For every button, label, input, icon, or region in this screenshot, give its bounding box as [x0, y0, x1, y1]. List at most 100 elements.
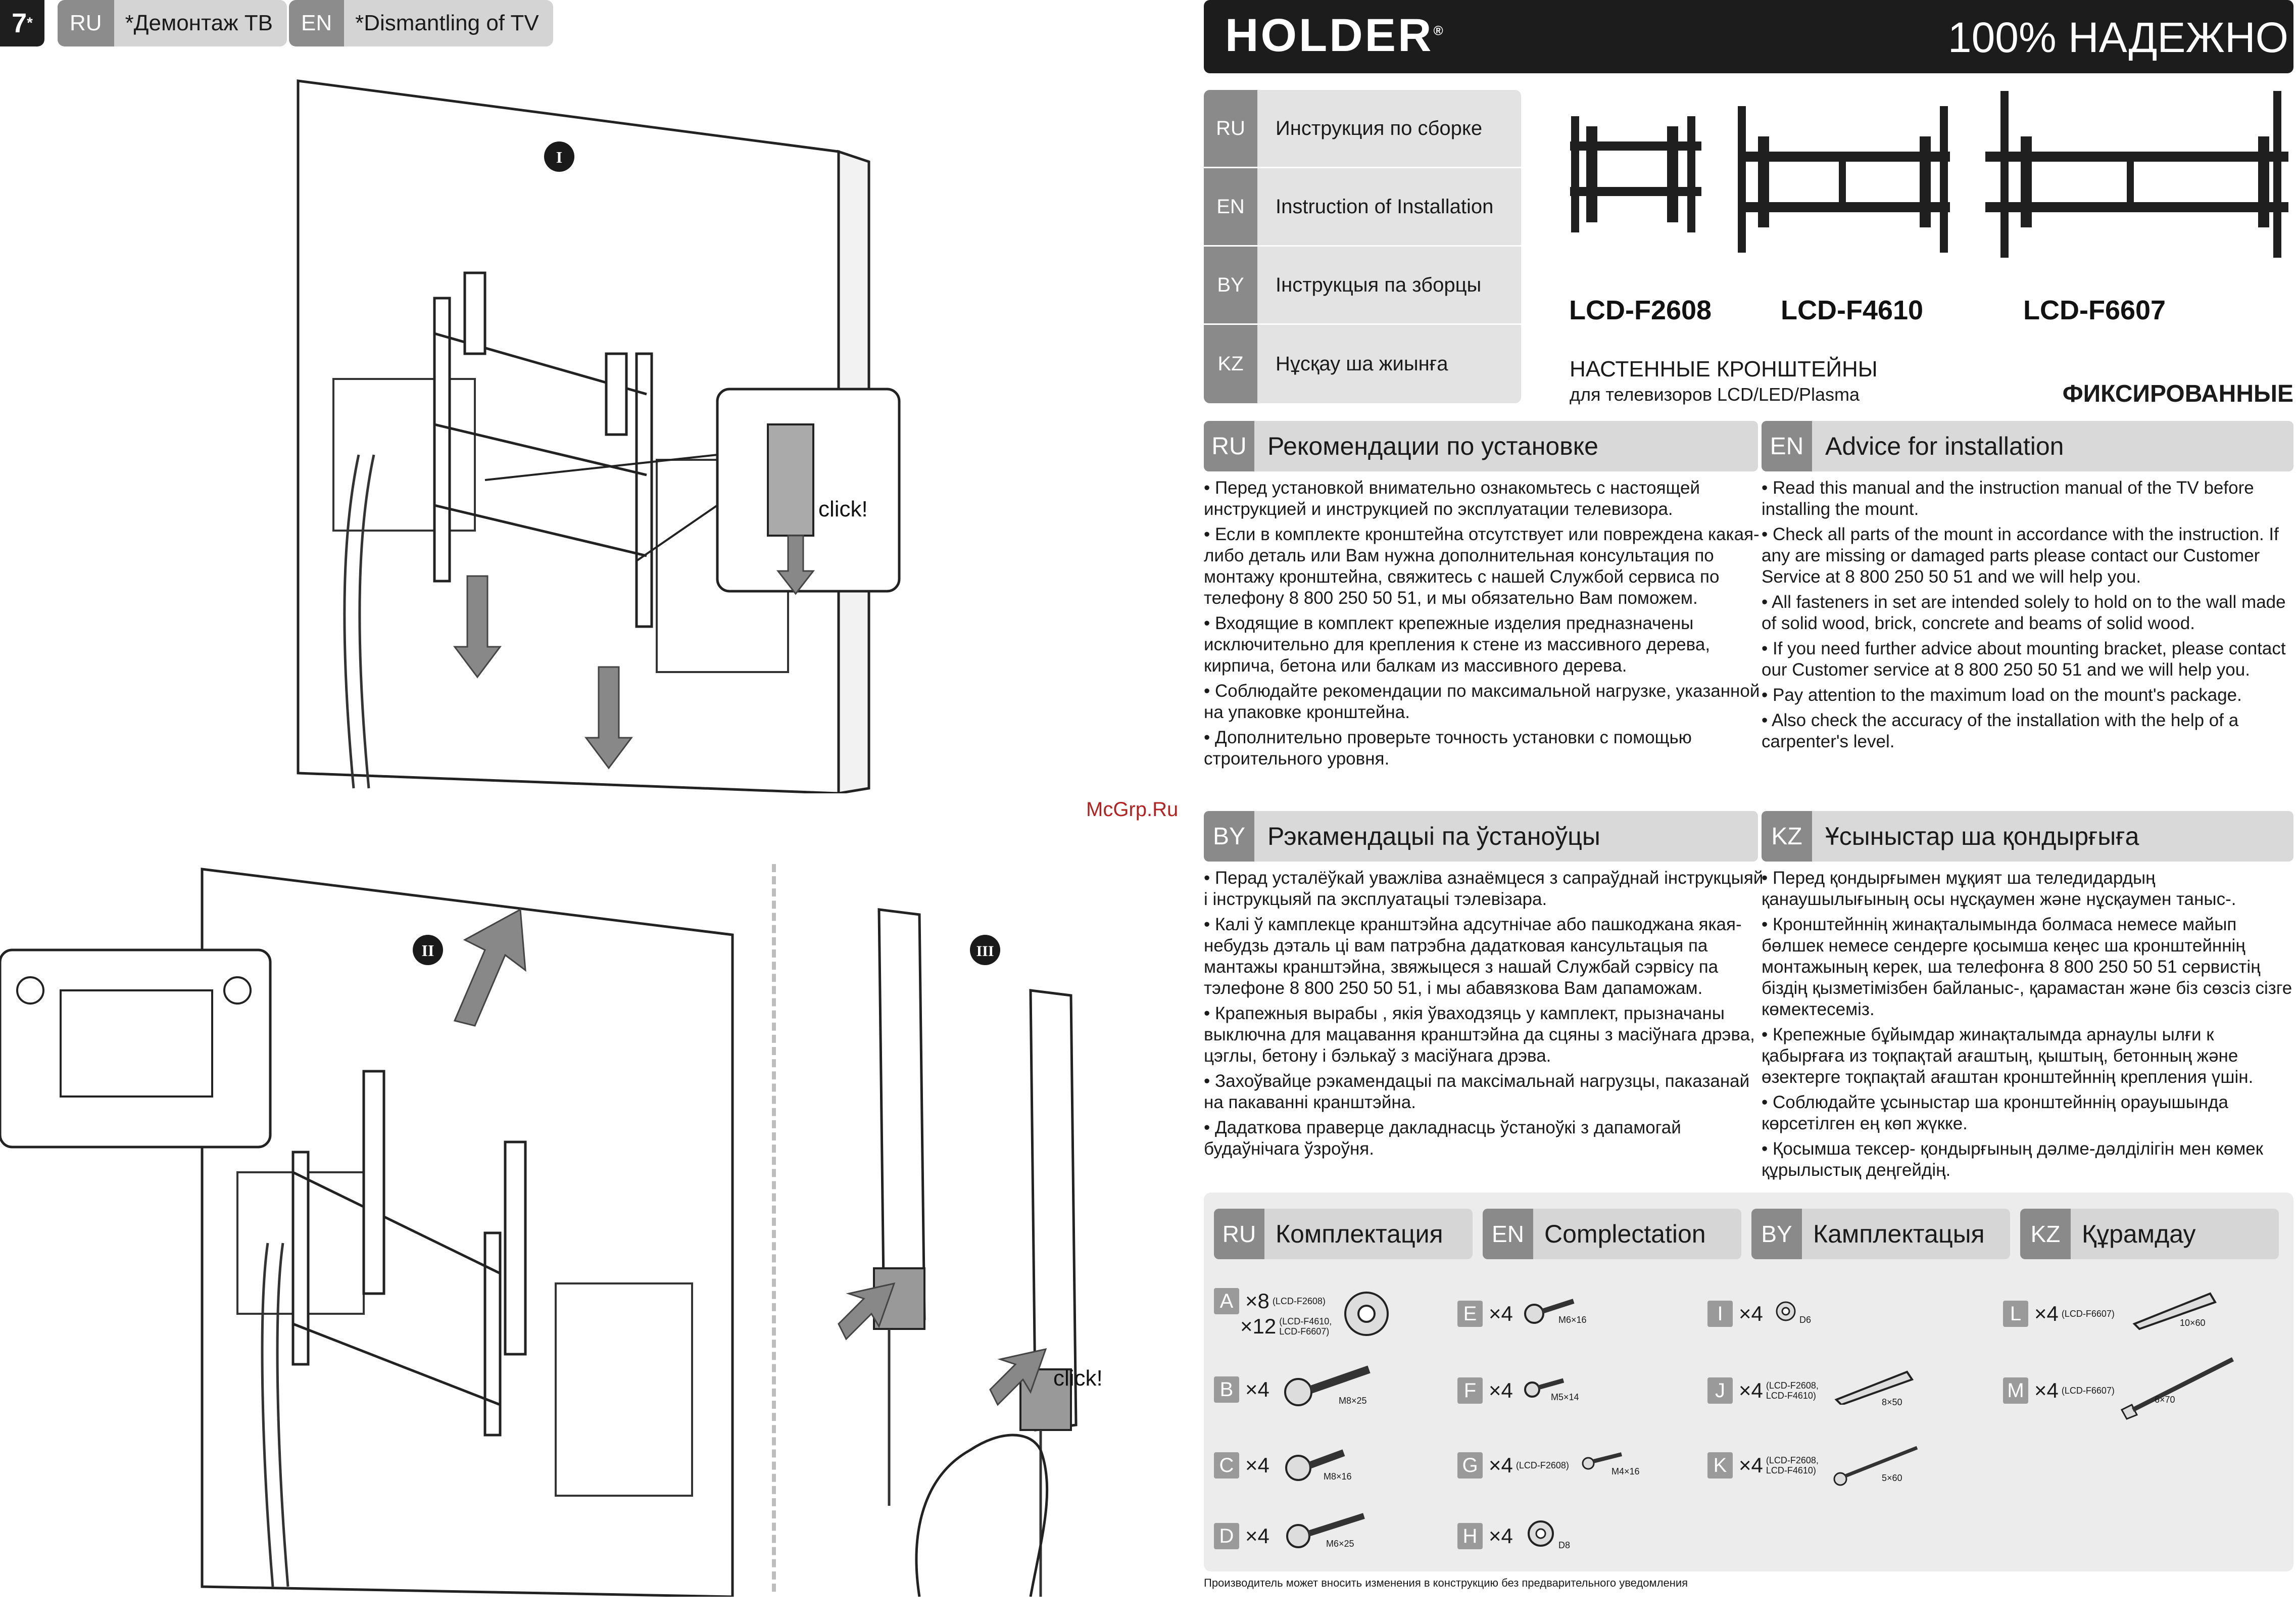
- kit-item-h: H ×4: [1457, 1521, 1513, 1551]
- kit-qty: ×4: [1245, 1524, 1269, 1548]
- kit-qty: ×4: [1739, 1453, 1763, 1477]
- language-row-kz: KZ Нұсқау ша жиынға: [1204, 325, 1521, 403]
- bullet-item: • Перед установкой внимательно ознакомьт…: [1204, 478, 1700, 519]
- down-arrow-2: [584, 666, 633, 770]
- ru-heading-text: *Демонтаж ТВ: [125, 11, 273, 35]
- kit-note: (LCD-F2608, LCD-F4610): [1766, 1455, 1819, 1475]
- mount-lcd-f2608: [1570, 116, 1701, 232]
- anchor-icon: [2132, 1292, 2217, 1330]
- kit-letter: L: [2003, 1301, 2028, 1327]
- model-label-f2608: LCD-F2608: [1569, 295, 1712, 325]
- section-title: Рэкамендацыі па ўстаноўцы: [1267, 822, 1600, 850]
- step-ii-label: II: [422, 941, 434, 960]
- kit-header-kz: KZ Құрамдау: [2020, 1209, 2279, 1259]
- section-title: Рекомендации по установке: [1267, 432, 1598, 460]
- brand-slogan: 100% НАДЕЖНО: [1947, 14, 2288, 61]
- bullet-item: • Дадаткова праверце дакладнасць ўстаноў…: [1204, 1118, 1681, 1159]
- language-code: RU: [1204, 90, 1257, 167]
- step-i-label: I: [556, 148, 562, 166]
- language-label: Нұсқау ша жиынға: [1276, 353, 1448, 375]
- kit-note: (LCD-F6607): [2061, 1309, 2115, 1319]
- mount-lcd-f6607: [1985, 91, 2288, 258]
- kit-header-ru: RU Комплектация: [1214, 1209, 1473, 1259]
- model-label-f4610: LCD-F4610: [1781, 295, 1924, 325]
- washer-icon: [1776, 1301, 1796, 1321]
- kit-letter: K: [1707, 1452, 1733, 1479]
- cables: [343, 454, 375, 789]
- language-code: BY: [1204, 247, 1257, 323]
- tv-recess-2: [555, 1282, 693, 1497]
- mount-bracket-2: [291, 1070, 527, 1437]
- ru-code: RU: [58, 0, 114, 46]
- down-arrow-1: [453, 575, 502, 679]
- push-arrow-2: [989, 1348, 1047, 1406]
- screw-icon: [1582, 1452, 1622, 1470]
- spacer-icon: [1344, 1292, 1389, 1336]
- kit-letter: E: [1457, 1301, 1483, 1327]
- bullet-item: • Соблюдайте ұсыныстар ша кронштейннің о…: [1762, 1092, 2228, 1133]
- bullet-item: • Крепежные бұйымдар жинақталымда арнаул…: [1762, 1025, 2254, 1087]
- dashed-divider: [772, 864, 776, 1592]
- kit-item-k: K ×4 (LCD-F2608, LCD-F4610): [1707, 1450, 1822, 1481]
- section-code: RU: [1204, 421, 1254, 471]
- section-title: Advice for installation: [1825, 432, 2064, 460]
- model-label-f6607: LCD-F6607: [2023, 295, 2166, 325]
- tv-back-panel-2: [201, 868, 734, 1597]
- section-header-en: EN Advice for installation: [1762, 421, 2293, 471]
- click-label-1: click!: [818, 497, 868, 521]
- kit-qty: ×12: [1240, 1314, 1277, 1338]
- kit-header-en: EN Complectation: [1483, 1209, 1741, 1259]
- kit-title: Комплектация: [1276, 1220, 1443, 1248]
- kit-item-g: G ×4 (LCD-F2608): [1457, 1450, 1569, 1481]
- bullet-item: • Перад усталёўкай уважліва азнаёмцеся з…: [1204, 868, 1764, 909]
- bullet-item: • Если в комплекте кронштейна отсутствуе…: [1204, 525, 1760, 608]
- kit-size: M4×16: [1611, 1466, 1640, 1476]
- kit-size: M5×14: [1551, 1392, 1579, 1402]
- kit-qty: ×4: [1739, 1378, 1763, 1402]
- kit-item-b: B ×4: [1214, 1374, 1269, 1405]
- language-row-by: BY Інструкцыя па зборцы: [1204, 247, 1521, 325]
- language-row-ru: RU Инструкция по сборке: [1204, 90, 1521, 168]
- step-ii-illustration: II: [0, 868, 734, 1597]
- en-heading: EN *Dismantling of TV: [289, 0, 553, 46]
- language-list: RU Инструкция по сборке EN Instruction o…: [1204, 90, 1521, 403]
- click-label-2: click!: [1053, 1366, 1103, 1391]
- language-code: KZ: [1204, 325, 1257, 403]
- mount-lcd-f4610: [1738, 106, 1950, 253]
- kit-header-by: BY Камплектацыя: [1751, 1209, 2010, 1259]
- product-title: НАСТЕННЫЕ КРОНШТЕЙНЫ: [1570, 357, 1878, 382]
- bullet-item: • Крапежныя вырабы , якія ўваходзяць у к…: [1204, 1004, 1755, 1066]
- bullet-item: • All fasteners in set are intended sole…: [1762, 592, 2286, 633]
- bullet-item: • Also check the accuracy of the install…: [1762, 710, 2239, 751]
- section-header-by: BY Рэкамендацыі па ўстаноўцы: [1204, 811, 1758, 862]
- kit-letter: H: [1457, 1523, 1483, 1549]
- kit-letter: F: [1457, 1377, 1483, 1404]
- kit-item-l: L ×4 (LCD-F6607): [2003, 1299, 2115, 1329]
- kit-code: BY: [1751, 1209, 1802, 1259]
- kit-note: (LCD-F2608): [1272, 1296, 1326, 1306]
- screw-icon: [1524, 1299, 1575, 1324]
- kit-note: (LCD-F2608): [1516, 1460, 1569, 1470]
- kit-letter: D: [1214, 1523, 1239, 1549]
- watermark: McGrp.Ru: [1086, 798, 1179, 821]
- kit-size: 5×60: [1882, 1473, 1902, 1483]
- bullet-item: • Калі ў камплекце кранштэйна адсутнічае…: [1204, 915, 1742, 998]
- kit-qty: ×8: [1245, 1289, 1269, 1313]
- wood-screw-icon: [1833, 1446, 1918, 1486]
- section-header-kz: KZ Ұсыныстар ша қондырғыға: [1762, 811, 2293, 862]
- bullet-item: • If you need further advice about mount…: [1762, 639, 2286, 680]
- kit-qty: ×4: [1739, 1302, 1763, 1325]
- people-lifting-inset: [0, 948, 272, 1149]
- mount-bracket: [433, 271, 653, 628]
- product-type: ФИКСИРОВАННЫЕ: [2062, 380, 2293, 407]
- bracket-arm-right: [1029, 989, 1078, 1432]
- kit-note: (LCD-F6607): [2061, 1386, 2115, 1396]
- kit-item-m: M ×4 (LCD-F6607): [2003, 1375, 2115, 1406]
- section-header-ru: RU Рекомендации по установке: [1204, 421, 1758, 471]
- language-row-en: EN Instruction of Installation: [1204, 168, 1521, 247]
- anchor-icon: [1834, 1370, 1914, 1405]
- kit-qty: ×4: [1489, 1524, 1513, 1548]
- brand-reg: ®: [1433, 23, 1445, 38]
- step-number-badge: 7*: [0, 0, 44, 46]
- brand-header: [1204, 0, 2293, 73]
